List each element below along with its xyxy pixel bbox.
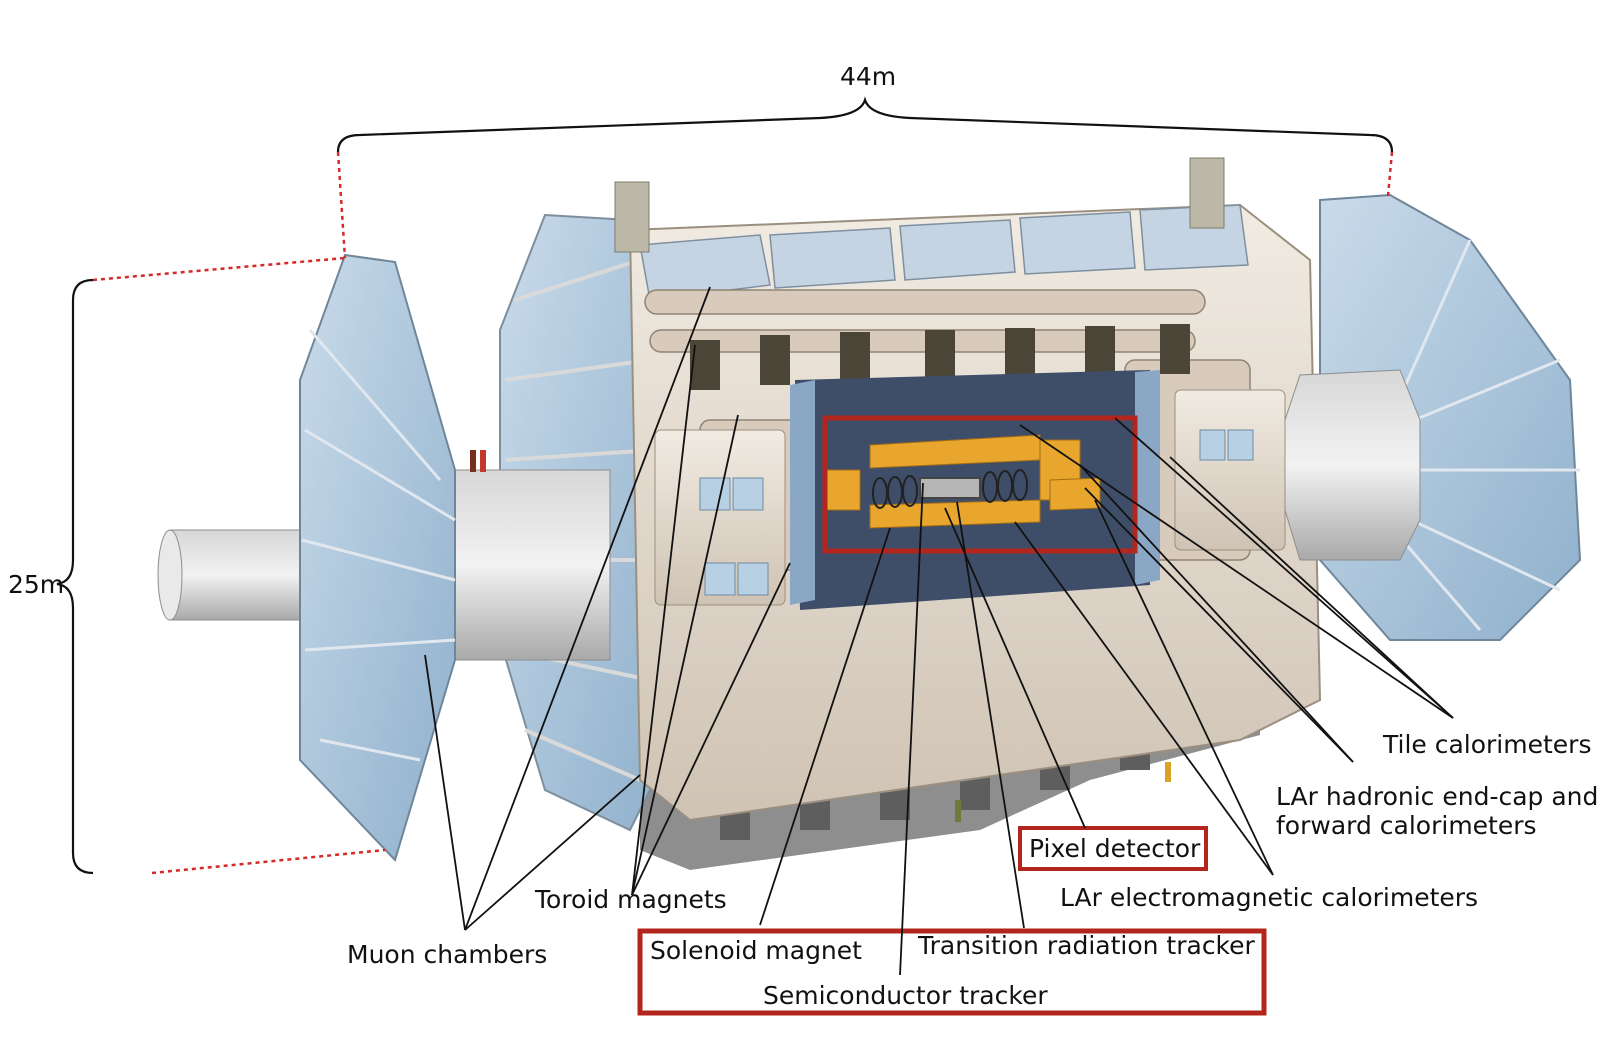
- leader-muon-1: [424, 654, 466, 931]
- leader-toroid-1: [631, 414, 739, 896]
- people-scale-figures: [470, 450, 1171, 822]
- label-transition-radiation-tracker: Transition radiation tracker: [918, 931, 1255, 960]
- brackets: [690, 324, 1190, 390]
- leader-muon-3: [464, 286, 711, 931]
- leader-tile-2: [1114, 417, 1454, 719]
- top-posts: [614, 157, 1225, 253]
- calorimeter-inner: [824, 434, 1101, 529]
- label-semiconductor-tracker: Semiconductor tracker: [763, 981, 1048, 1010]
- left-big-wheel: [299, 253, 456, 862]
- length-dotted-right: [1386, 151, 1394, 197]
- leader-lar-had-2: [1084, 487, 1354, 763]
- length-dimension-label: 44m: [840, 62, 897, 91]
- label-lar-hadronic-line1: LAr hadronic end-cap and: [1276, 782, 1599, 811]
- height-dimension: [56, 256, 386, 875]
- leader-lar-em-1: [1014, 521, 1274, 876]
- label-lar-electromagnetic: LAr electromagnetic calorimeters: [1060, 883, 1479, 912]
- right-beige-blocks: [1174, 389, 1286, 551]
- label-muon-chambers: Muon chambers: [347, 940, 548, 969]
- right-endcap-hub: [1284, 369, 1421, 561]
- leader-sct: [899, 482, 924, 976]
- label-solenoid-magnet: Solenoid magnet: [650, 936, 862, 965]
- height-dotted-top: [92, 256, 346, 282]
- length-dimension: [336, 96, 1394, 259]
- height-brace: [56, 278, 94, 875]
- label-tile-calorimeters: Tile calorimeters: [1383, 730, 1592, 759]
- label-lar-hadronic-line2: forward calorimeters: [1276, 811, 1537, 840]
- leader-lar-em-2: [1094, 499, 1274, 876]
- leader-toroid-3: [631, 344, 696, 896]
- label-toroid-magnets: Toroid magnets: [535, 885, 727, 914]
- leader-lar-had-1: [1079, 464, 1354, 763]
- right-blue-tiles: [1199, 429, 1254, 461]
- left-beige-block: [654, 429, 786, 606]
- tracker-labels-box: [637, 928, 1267, 1016]
- height-dotted-bottom: [151, 848, 386, 875]
- height-dimension-label: 25m: [8, 570, 65, 599]
- left-blue-tiles: [699, 477, 769, 596]
- label-pixel-detector: Pixel detector: [1029, 834, 1201, 863]
- leader-muon-2: [464, 774, 641, 931]
- length-brace: [336, 96, 1394, 153]
- leader-solenoid: [759, 527, 891, 926]
- leader-lines: [424, 286, 1454, 976]
- leader-pixel: [944, 507, 1086, 829]
- leader-tile-1: [1019, 424, 1454, 719]
- length-dotted-left: [336, 151, 347, 259]
- leader-tile-3: [1169, 456, 1454, 719]
- detector-body: [157, 157, 1582, 870]
- left-big-wheel-spokes: [301, 329, 456, 762]
- inner-tracker: [872, 469, 1028, 509]
- tracker-highlight-box: [822, 415, 1138, 554]
- leader-trt: [956, 501, 1025, 929]
- pixel-detector-box: [1018, 826, 1208, 871]
- leader-toroid-2: [631, 562, 791, 896]
